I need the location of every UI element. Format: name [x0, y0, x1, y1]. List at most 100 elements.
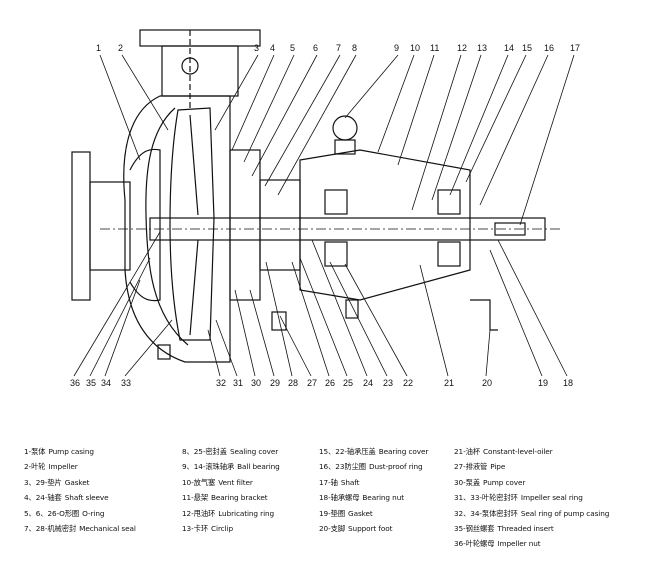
legend-item-en: Impeller seal ring	[520, 493, 583, 503]
callout-11: 11	[430, 43, 439, 53]
legend-item-en: Constant-level-oiler	[483, 447, 553, 456]
legend-item-zh: 10-放气塞	[182, 477, 216, 487]
callout-23: 23	[383, 378, 393, 388]
legend-item-en: Bearing cover	[378, 447, 429, 456]
lifting-eye	[332, 115, 358, 141]
support-foot	[470, 299, 498, 331]
discharge-flange	[139, 29, 261, 47]
legend-item-zh: 20-支脚	[319, 523, 346, 533]
legend-item-zh: 2-叶轮	[24, 462, 46, 472]
legend-item-en: Pump cover	[483, 477, 526, 487]
callout-1: 1	[96, 43, 101, 53]
callout-32: 32	[216, 378, 226, 388]
callout-36: 36	[70, 378, 80, 388]
legend-item-zh: 21-油杯	[454, 447, 481, 456]
callout-4: 4	[270, 43, 275, 53]
legend-item-en: Impeller nut	[497, 539, 541, 549]
callout-30: 30	[251, 378, 261, 388]
legend-item-zh: 17-轴	[319, 477, 338, 487]
callout-24: 24	[363, 378, 373, 388]
discharge-neck	[161, 45, 239, 97]
legend-item-zh: 27-排液管	[454, 462, 488, 472]
legend-item-en: Ball bearing	[237, 462, 280, 472]
legend-item-en: Shaft sleeve	[64, 493, 109, 503]
inlet-nozzle	[89, 181, 131, 271]
callout-16: 16	[544, 43, 554, 53]
legend-item-en: Pipe	[490, 462, 506, 472]
legend-item-zh: 3、29-垫片	[24, 477, 62, 487]
legend-item-en: Pump casing	[48, 447, 94, 456]
callout-14: 14	[504, 43, 514, 53]
legend-item-zh: 12-甩油环	[182, 508, 216, 518]
callout-15: 15	[522, 43, 532, 53]
callout-3: 3	[254, 43, 259, 53]
legend-item-zh: 7、28-机械密封	[24, 523, 77, 533]
legend-item-zh: 13-卡环	[182, 523, 209, 533]
ball-bearing-rear	[437, 189, 461, 215]
legend-item-en: Impeller	[48, 462, 78, 472]
callout-29: 29	[270, 378, 280, 388]
callout-7: 7	[336, 43, 341, 53]
legend-item-en: Threaded insert	[497, 523, 554, 533]
legend-item-zh: 35-钢丝螺套	[454, 523, 495, 533]
legend-item-zh: 5、6、26-O形圈	[24, 508, 80, 518]
pump-cover	[229, 149, 261, 301]
callout-26: 26	[325, 378, 335, 388]
callout-8: 8	[352, 43, 357, 53]
callout-2: 2	[118, 43, 123, 53]
legend-item-zh: 19-垫圈	[319, 508, 346, 518]
legend-item-en: Gasket	[64, 477, 90, 487]
ball-bearing-front	[324, 189, 348, 215]
callout-9: 9	[394, 43, 399, 53]
legend-item-en: Sealing cover	[229, 447, 279, 456]
callout-35: 35	[86, 378, 96, 388]
callout-20: 20	[482, 378, 492, 388]
legend-item-zh: 16、23防尘圈	[319, 462, 366, 472]
callout-31: 31	[233, 378, 243, 388]
legend-item-zh: 18-轴承螺母	[319, 493, 360, 503]
legend-item-en: Seal ring of pump casing	[520, 508, 610, 518]
legend-item-en: Vent filter	[218, 477, 253, 487]
legend-item-en: Circlip	[211, 523, 233, 533]
bearing-bracket	[299, 149, 471, 301]
callout-27: 27	[307, 378, 317, 388]
legend-item-zh: 11-悬架	[182, 493, 209, 503]
legend-item-en: Mechanical seal	[79, 523, 136, 533]
legend-item-en: Dust-proof ring	[368, 462, 423, 472]
callout-6: 6	[313, 43, 318, 53]
legend-item-en: Bearing bracket	[211, 493, 268, 503]
callout-34: 34	[101, 378, 111, 388]
legend-item-zh: 15、22-轴承压盖	[319, 447, 376, 456]
legend-item-zh: 36-叶轮螺母	[454, 539, 495, 549]
callout-13: 13	[477, 43, 487, 53]
inlet-flange	[71, 151, 91, 301]
legend-item-en: Bearing nut	[362, 493, 404, 503]
legend-item-en: Lubricating ring	[218, 508, 275, 518]
callout-25: 25	[343, 378, 353, 388]
